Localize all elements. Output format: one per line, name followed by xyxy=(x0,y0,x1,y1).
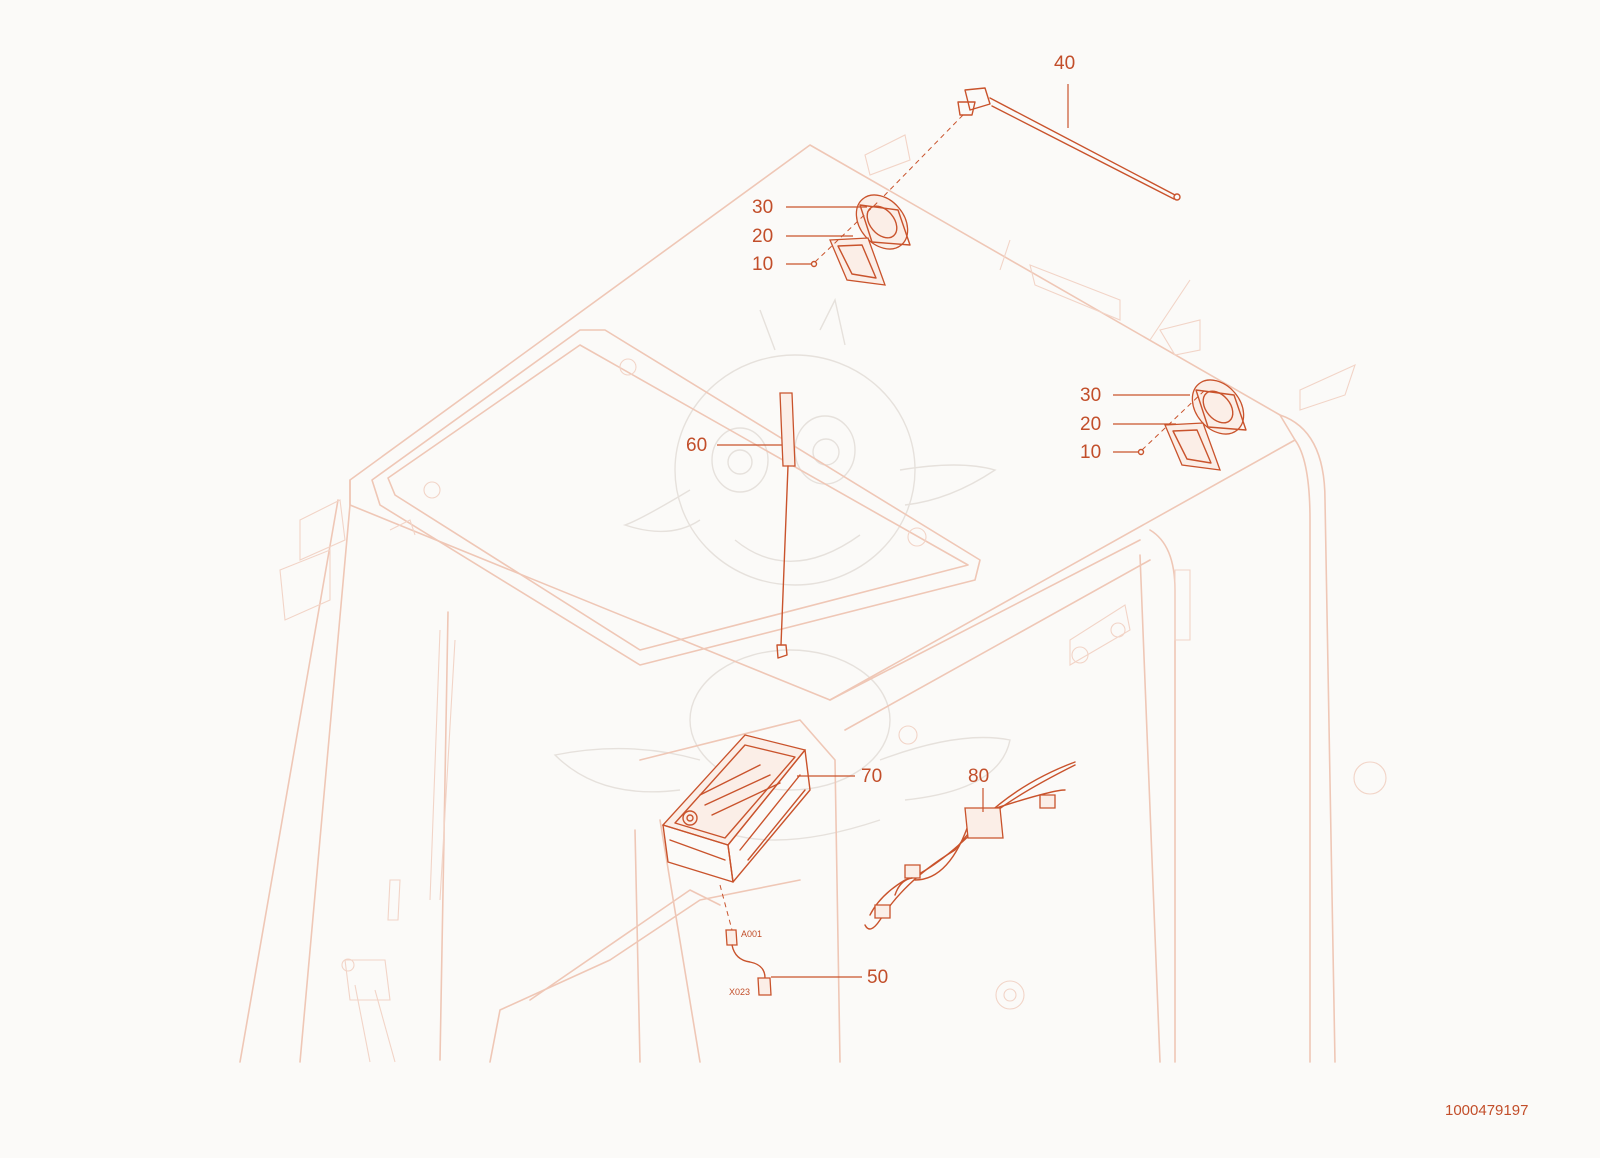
callout-20-right: 20 xyxy=(1080,414,1102,435)
part-70-radio xyxy=(661,734,811,931)
watermark-mascot xyxy=(553,297,1011,841)
cab-frame xyxy=(239,134,1387,1063)
callout-30-right: 30 xyxy=(1080,385,1102,406)
speaker-assembly-left xyxy=(810,194,911,286)
part-60-antenna xyxy=(776,392,796,659)
callout-50: 50 xyxy=(867,967,889,988)
callout-70: 70 xyxy=(861,766,883,787)
speaker-assembly-right xyxy=(1137,379,1247,471)
callout-80: 80 xyxy=(968,766,990,787)
callout-10-left: 10 xyxy=(752,254,774,275)
callout-20-left: 20 xyxy=(752,226,774,247)
callout-10-right: 10 xyxy=(1080,442,1102,463)
part-40-antenna-rod xyxy=(879,87,1181,201)
part-50-cable xyxy=(725,929,772,996)
connector-label-x023: X023 xyxy=(729,987,751,997)
callout-60: 60 xyxy=(686,435,708,456)
leader-lines xyxy=(717,84,1190,978)
document-number: 1000479197 xyxy=(1445,1102,1529,1119)
connector-label-a001: A001 xyxy=(741,929,763,939)
callout-30-left: 30 xyxy=(752,197,774,218)
part-80-harness xyxy=(864,761,1076,930)
callout-40: 40 xyxy=(1054,53,1076,74)
